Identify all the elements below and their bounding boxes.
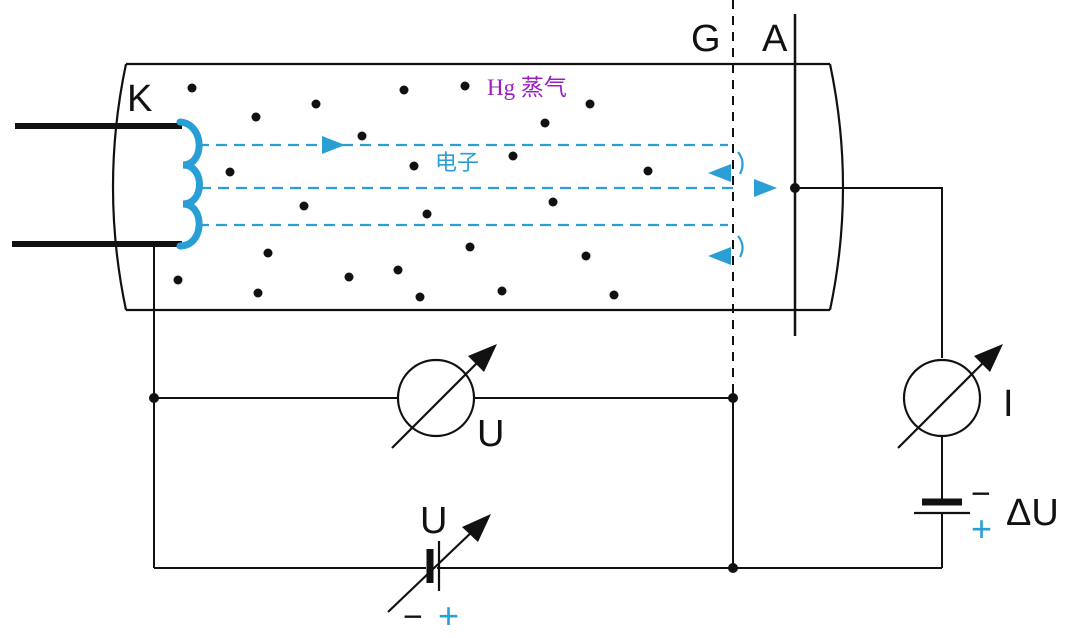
filament-leads <box>12 123 182 247</box>
retarding-voltage-label: ΔU <box>1006 492 1059 534</box>
source-plus-sign: + <box>438 595 459 636</box>
anode-label: A <box>762 18 788 60</box>
mercury-atoms <box>173 81 653 302</box>
electron-beams <box>198 143 744 258</box>
arrow-forward-top <box>322 136 345 154</box>
battery-plus-sign: + <box>971 508 992 549</box>
voltmeter <box>391 344 497 449</box>
source-voltage-label: U <box>420 500 447 542</box>
arrow-back-top <box>708 164 731 182</box>
cathode-coil <box>176 118 203 250</box>
tube <box>111 62 845 312</box>
ammeter-label: I <box>1003 383 1014 425</box>
retarding-battery <box>914 498 970 515</box>
arrow-back-bottom <box>708 247 731 265</box>
junction-dots <box>149 183 800 573</box>
cathode-label: K <box>127 78 152 120</box>
grid-label: G <box>691 18 721 60</box>
battery-minus-sign: − <box>971 475 991 513</box>
electron-label: 电子 <box>435 150 479 175</box>
circuit-wires <box>153 187 943 569</box>
variable-source <box>387 514 491 613</box>
ammeter <box>897 344 1003 449</box>
vapor-label: Hg 蒸气 <box>487 75 567 100</box>
source-minus-sign: − <box>403 598 423 636</box>
arrow-forward-mid <box>754 179 777 197</box>
voltmeter-label: U <box>477 413 504 455</box>
electron-arrows <box>322 136 777 265</box>
